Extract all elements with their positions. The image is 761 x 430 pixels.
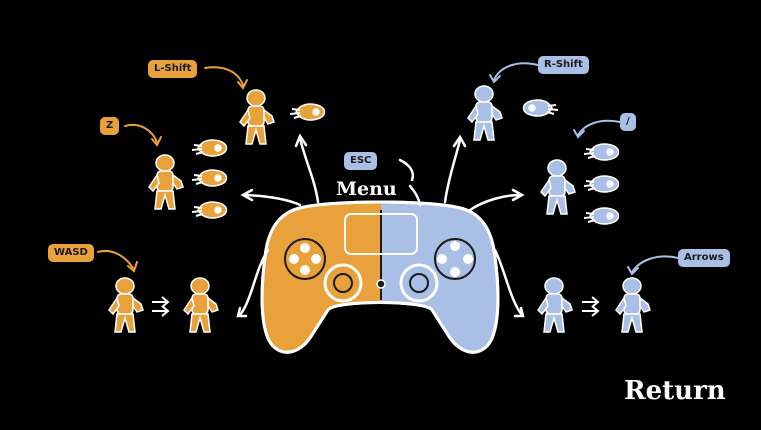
- gamepad-icon: [260, 200, 500, 354]
- p1-jump-key-tag: Z: [100, 117, 120, 135]
- menu-title: Menu: [336, 178, 397, 200]
- fighter-icon: [148, 154, 184, 210]
- fighter-icon: [615, 277, 651, 333]
- fighter-icon: [467, 85, 503, 141]
- fighter-icon: [183, 277, 219, 333]
- p2-jump-key-tag: /: [620, 113, 636, 131]
- fireball-icon: [583, 175, 620, 193]
- fighter-icon: [108, 277, 144, 333]
- p2-move-key-tag: Arrows: [678, 249, 730, 267]
- fireball-icon: [191, 169, 228, 187]
- p1-special-key-tag: L-Shift: [148, 60, 198, 78]
- fireball-icon: [289, 103, 326, 121]
- fighter-icon: [239, 89, 275, 145]
- fireball-icon: [191, 201, 228, 219]
- menu-key-tag: ESC: [344, 152, 378, 170]
- p1-move-key-tag: WASD: [48, 244, 94, 262]
- fireball-icon: [583, 207, 620, 225]
- fireball-icon: [191, 139, 228, 157]
- p2-special-key-tag: R-Shift: [538, 56, 589, 74]
- fireball-icon: [583, 143, 620, 161]
- return-button[interactable]: Return: [624, 376, 726, 406]
- fireball-icon: [522, 99, 559, 117]
- fighter-icon: [540, 159, 576, 215]
- arrow-icon: [236, 133, 525, 318]
- fighter-icon: [537, 277, 573, 333]
